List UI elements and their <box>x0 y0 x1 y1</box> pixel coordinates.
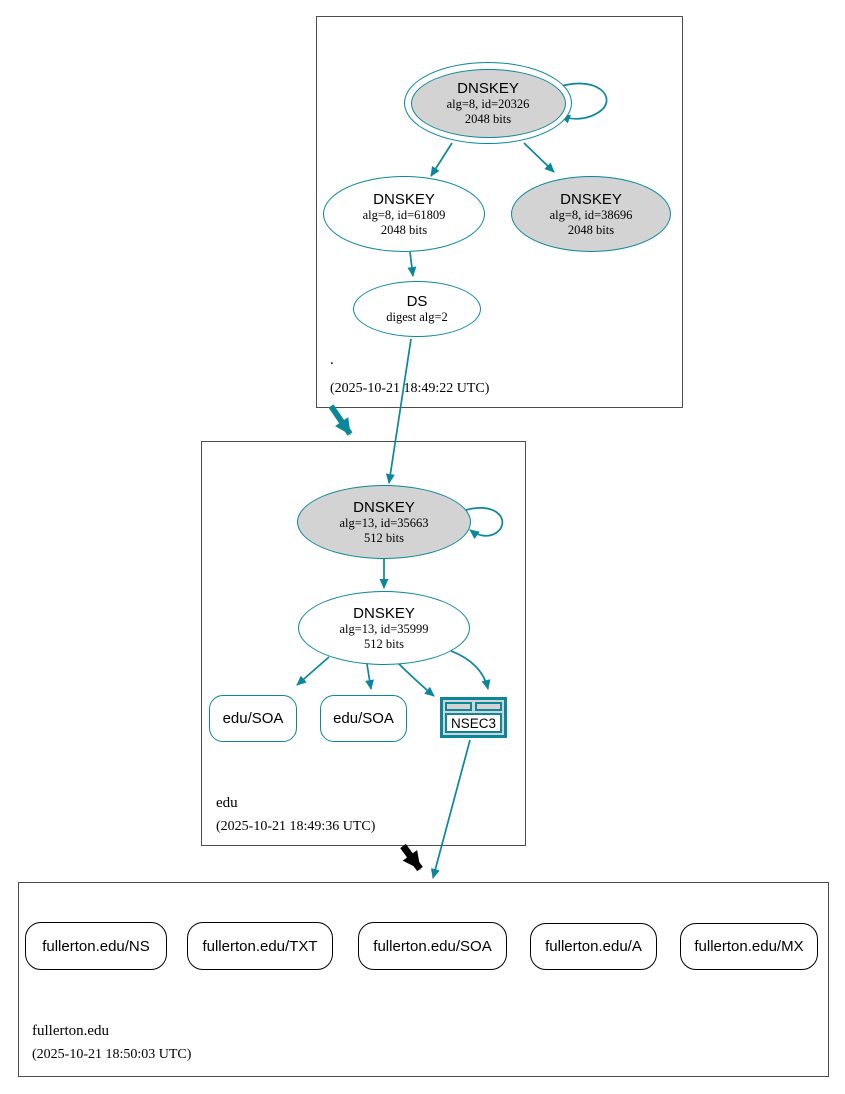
node-fullerton-mx[interactable]: fullerton.edu/MX <box>680 923 818 970</box>
node-fullerton-ns[interactable]: fullerton.edu/NS <box>25 922 167 970</box>
nsec3-label: NSEC3 <box>445 713 502 733</box>
zone-box-fullerton-edu <box>18 882 829 1077</box>
node-edu-ksk-dnskey[interactable]: DNSKEY alg=13, id=35663 512 bits <box>297 485 471 559</box>
zone-label-edu: edu <box>216 795 238 811</box>
edge-delegation-root-to-edu <box>328 404 353 436</box>
node-root-ksk-dnskey[interactable]: DNSKEY alg=8, id=20326 2048 bits <box>404 62 572 144</box>
zone-timestamp-fullerton-edu: (2025-10-21 18:50:03 UTC) <box>32 1047 192 1062</box>
zone-timestamp-edu: (2025-10-21 18:49:36 UTC) <box>216 819 376 834</box>
node-nsec3[interactable]: NSEC3 <box>440 697 507 738</box>
node-root-dnskey-38696[interactable]: DNSKEY alg=8, id=38696 2048 bits <box>511 176 671 252</box>
node-edu-soa-1[interactable]: edu/SOA <box>209 695 297 742</box>
nsec3-record-cell <box>445 702 472 711</box>
nsec3-record-cell <box>475 702 502 711</box>
node-fullerton-a[interactable]: fullerton.edu/A <box>530 923 657 970</box>
zone-label-fullerton-edu: fullerton.edu <box>32 1023 110 1039</box>
node-edu-soa-2[interactable]: edu/SOA <box>320 695 407 742</box>
edge-delegation-edu-to-fullerton <box>400 843 423 872</box>
zone-box-edu <box>201 441 526 846</box>
node-fullerton-txt[interactable]: fullerton.edu/TXT <box>187 922 333 970</box>
node-root-zsk-dnskey[interactable]: DNSKEY alg=8, id=61809 2048 bits <box>323 176 485 252</box>
node-ds[interactable]: DS digest alg=2 <box>353 281 481 337</box>
nsec3-record-cells <box>445 702 502 711</box>
zone-timestamp-root: (2025-10-21 18:49:22 UTC) <box>330 381 490 396</box>
zone-box-root <box>316 16 683 408</box>
node-edu-zsk-dnskey[interactable]: DNSKEY alg=13, id=35999 512 bits <box>298 591 470 665</box>
node-fullerton-soa[interactable]: fullerton.edu/SOA <box>358 922 507 970</box>
zone-label-root: . <box>330 352 334 368</box>
ksk-outer-ring: DNSKEY alg=8, id=20326 2048 bits <box>404 62 572 144</box>
